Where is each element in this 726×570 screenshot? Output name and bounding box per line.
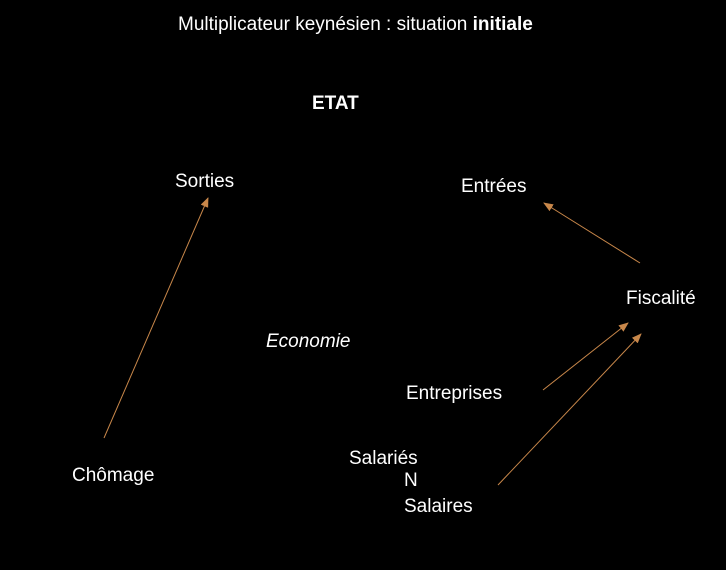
arrow-chomage-to-sorties [103, 197, 209, 439]
node-entrees: Entrées [461, 176, 527, 197]
node-n: N [404, 470, 418, 491]
arrow-fiscalite-to-entrees [543, 202, 641, 264]
node-fiscalite: Fiscalité [626, 288, 696, 309]
arrow-entreprises-to-fiscalite [542, 322, 629, 391]
node-entreprises: Entreprises [406, 383, 503, 404]
node-salaries: Salariés [349, 448, 418, 469]
node-salaires: Salaires [404, 496, 473, 517]
title-emphasis: initiale [472, 14, 533, 35]
node-sorties: Sorties [175, 171, 235, 192]
arrow-salaires-to-fiscalite [497, 333, 642, 486]
node-etat: ETAT [312, 93, 359, 114]
node-economie: Economie [266, 331, 351, 352]
title-prefix: Multiplicateur keynésien : situation [178, 14, 473, 35]
node-chomage: Chômage [72, 465, 155, 486]
diagram-title: Multiplicateur keynésien : situation ini… [178, 15, 533, 34]
